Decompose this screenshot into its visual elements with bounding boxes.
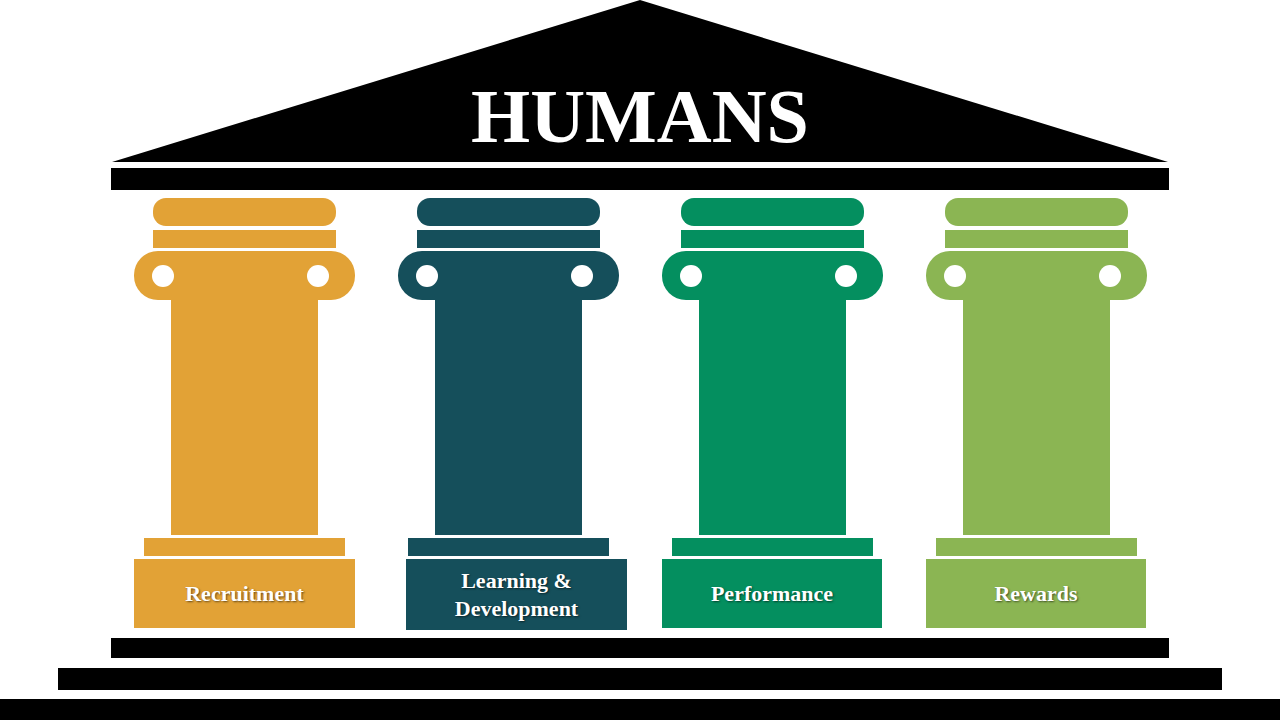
stylobate-step	[58, 668, 1222, 690]
pillar-abacus	[681, 230, 864, 248]
volute-eye	[1099, 265, 1121, 287]
volute-eye	[307, 265, 329, 287]
pillar-abacus	[945, 230, 1128, 248]
pillar	[398, 198, 619, 556]
pillar-abacus	[153, 230, 336, 248]
entablature-beam	[111, 168, 1169, 190]
ground-step	[0, 699, 1280, 720]
pillar-capital	[926, 251, 1147, 300]
volute-eye	[835, 265, 857, 287]
pillar-plinth	[672, 538, 873, 556]
pillar-label-box: Learning & Development	[406, 559, 627, 630]
pillar-plinth	[936, 538, 1137, 556]
pillar-shaft	[699, 298, 846, 535]
stylobate-step	[111, 638, 1169, 658]
pillar-label: Performance	[711, 580, 833, 608]
pillar-cap	[945, 198, 1128, 226]
pillar-label-box: Recruitment	[134, 559, 355, 628]
roof-triangle-shape	[112, 0, 1168, 162]
volute-eye	[416, 265, 438, 287]
pillar-capital	[662, 251, 883, 300]
roof-pediment: HUMANS	[112, 0, 1168, 162]
pillar-abacus	[417, 230, 600, 248]
pillar-label-box: Rewards	[926, 559, 1146, 628]
pillar	[926, 198, 1147, 556]
pillar	[662, 198, 883, 556]
volute-eye	[152, 265, 174, 287]
pillar-cap	[153, 198, 336, 226]
volute-eye	[680, 265, 702, 287]
pillar-shaft	[435, 298, 582, 535]
pillar	[134, 198, 355, 556]
pillar-label-box: Performance	[662, 559, 882, 628]
pillar-capital	[398, 251, 619, 300]
pillar-shaft	[963, 298, 1110, 535]
pillar-label: Learning & Development	[414, 567, 619, 622]
volute-eye	[944, 265, 966, 287]
pillar-cap	[681, 198, 864, 226]
title-text: HUMANS	[471, 78, 809, 154]
pillar-shaft	[171, 298, 318, 535]
pillar-plinth	[144, 538, 345, 556]
volute-eye	[571, 265, 593, 287]
pillar-cap	[417, 198, 600, 226]
pillar-capital	[134, 251, 355, 300]
pillar-label: Rewards	[994, 580, 1077, 608]
pillar-plinth	[408, 538, 609, 556]
pillar-label: Recruitment	[185, 580, 304, 608]
